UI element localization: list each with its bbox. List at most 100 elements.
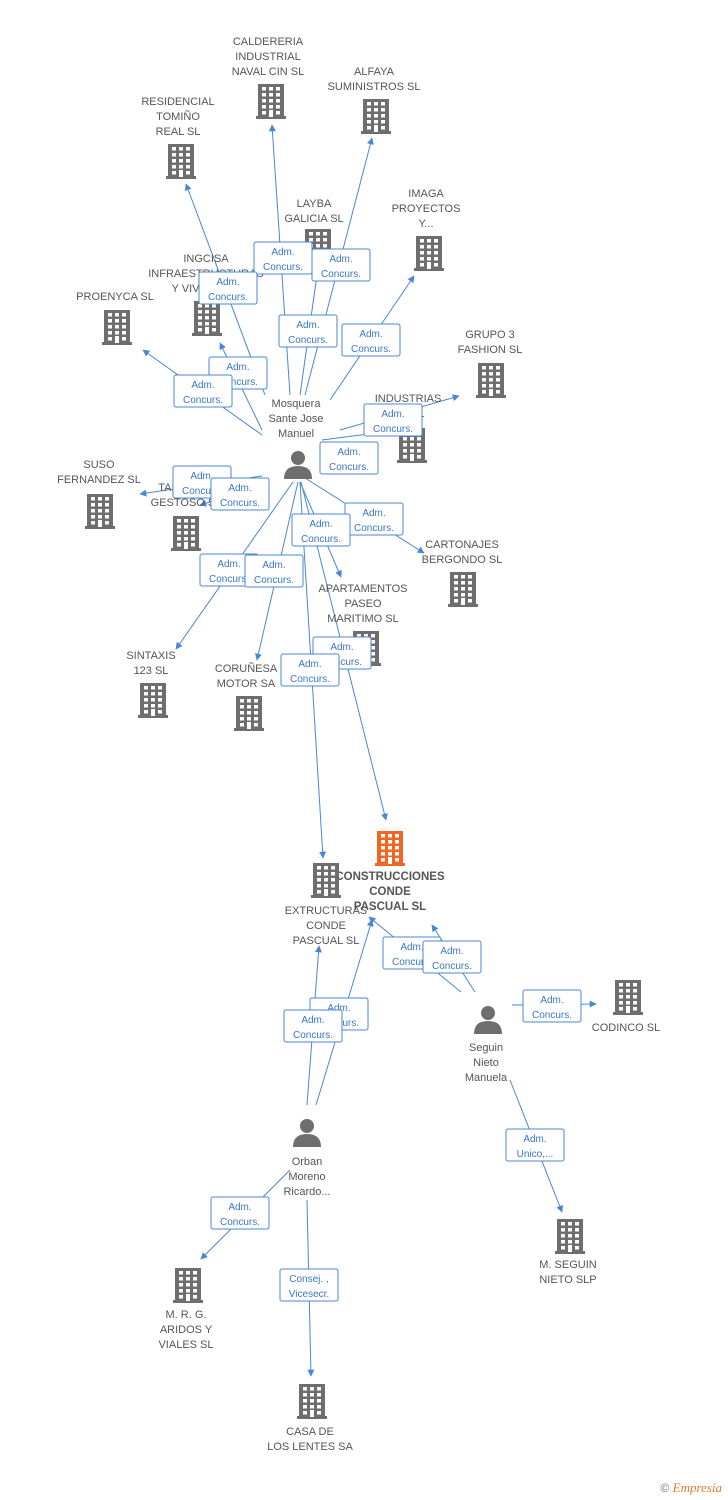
- node-label: SUSO: [83, 459, 115, 471]
- edge-label-text: Unico,...: [517, 1149, 554, 1160]
- edge-label-text: Adm.: [362, 508, 385, 519]
- building-icon: [414, 236, 444, 271]
- edge-label[interactable]: Adm.Concurs.: [244, 554, 304, 588]
- node-orban[interactable]: OrbanMorenoRicardo...: [283, 1119, 331, 1198]
- edge-label-box[interactable]: [210, 1196, 270, 1230]
- edge-label[interactable]: Adm.Concurs.: [278, 314, 338, 348]
- edge-label[interactable]: Adm.Concurs.: [363, 403, 423, 437]
- edge-label[interactable]: Adm.Concurs.: [422, 940, 482, 974]
- node-label: Ricardo...: [283, 1186, 330, 1198]
- edge-label-text: Adm.: [523, 1134, 546, 1145]
- node-label: GRUPO 3: [465, 329, 515, 341]
- edge-label-text: Adm.: [381, 409, 404, 420]
- node-label: Moreno: [288, 1171, 325, 1183]
- edge-label-text: Concurs.: [220, 1217, 260, 1228]
- building-icon: [613, 980, 643, 1015]
- edge-label-box[interactable]: [173, 374, 233, 408]
- edge-label-box[interactable]: [283, 1009, 343, 1043]
- node-label: Manuela: [465, 1072, 508, 1084]
- edge-label-text: Adm.: [216, 277, 239, 288]
- edge-label-box[interactable]: [291, 513, 351, 547]
- edge-label-box[interactable]: [198, 271, 258, 305]
- node-label: SUMINISTROS SL: [328, 81, 421, 93]
- node-proenyca[interactable]: PROENYCA SL: [76, 291, 154, 345]
- node-label: Mosquera: [272, 398, 322, 410]
- edge-label[interactable]: Adm.Concurs.: [311, 248, 371, 282]
- edge-label-text: Adm.: [309, 519, 332, 530]
- edge-label[interactable]: Consej. ,Vicesecr.: [279, 1268, 339, 1302]
- node-suso[interactable]: SUSO FERNANDEZ SL: [57, 459, 141, 529]
- edge-label[interactable]: Adm.Concurs.: [341, 323, 401, 357]
- edge-label[interactable]: Adm.Concurs.: [173, 374, 233, 408]
- edge-label-box[interactable]: [505, 1128, 565, 1162]
- edge-label[interactable]: Adm.Concurs.: [344, 502, 404, 536]
- node-label: INDUSTRIAL: [235, 51, 300, 63]
- node-label: REAL SL: [156, 126, 201, 138]
- edge-label-box[interactable]: [341, 323, 401, 357]
- edge-label[interactable]: Adm.Concurs.: [283, 1009, 343, 1043]
- edge-label[interactable]: Adm.Concurs.: [319, 441, 379, 475]
- edge-label[interactable]: Adm.Concurs.: [253, 241, 313, 275]
- node-label: NIETO SLP: [539, 1274, 596, 1286]
- edge-label[interactable]: Adm. Concurs.: [280, 653, 340, 687]
- edge-label-box[interactable]: [279, 1268, 339, 1302]
- node-label: INGCISA: [183, 253, 229, 265]
- node-label: CARTONAJES: [425, 539, 499, 551]
- edge-label[interactable]: Adm. Concurs.: [198, 271, 258, 305]
- edge-label-box[interactable]: [311, 248, 371, 282]
- node-label: PROYECTOS: [392, 203, 461, 215]
- edge-labels-layer: Adm. Concurs. Adm. Concurs. Adm. Concurs. Adm.…: [172, 241, 582, 1302]
- edge-label[interactable]: Adm.Concurs.: [522, 989, 582, 1023]
- node-codinco[interactable]: CODINCO SL: [592, 980, 660, 1034]
- edge-label-box[interactable]: [363, 403, 423, 437]
- edge-label-text: Concurs.: [290, 674, 330, 685]
- node-label: ARIDOS Y: [160, 1324, 213, 1336]
- edge-label-text: Adm.: [329, 254, 352, 265]
- edge-label-text: Adm.: [298, 659, 321, 670]
- node-label: Y...: [418, 218, 433, 230]
- edge-label-text: Concurs.: [532, 1010, 572, 1021]
- edge-label-box[interactable]: [319, 441, 379, 475]
- edge-label-text: Concurs.: [208, 292, 248, 303]
- node-label: CORUÑESA: [215, 662, 278, 675]
- node-label: CONDE: [369, 886, 411, 898]
- building-icon: [448, 572, 478, 607]
- node-imaga[interactable]: IMAGAPROYECTOSY...: [392, 188, 461, 271]
- edge-label-box[interactable]: [522, 989, 582, 1023]
- edge-label[interactable]: Adm. Unico,...: [505, 1128, 565, 1162]
- edge-label-box[interactable]: [210, 477, 270, 511]
- edge-label[interactable]: Adm. Concurs.: [210, 1196, 270, 1230]
- edge-label-box[interactable]: [278, 314, 338, 348]
- node-label: FERNANDEZ SL: [57, 474, 141, 486]
- edge-label[interactable]: Adm.Concurs.: [210, 477, 270, 511]
- node-label: PASCUAL SL: [354, 901, 426, 913]
- building-icon: [166, 144, 196, 179]
- brand-logo[interactable]: Empresia: [672, 1480, 722, 1495]
- node-label: BERGONDO SL: [422, 554, 503, 566]
- node-label: VIALES SL: [158, 1339, 213, 1351]
- node-cartonajes[interactable]: CARTONAJES BERGONDO SL: [422, 539, 503, 607]
- edge-label-box[interactable]: [280, 653, 340, 687]
- building-icon: [256, 84, 286, 119]
- edge-label-text: Adm.: [228, 1202, 251, 1213]
- node-label: Manuel: [278, 428, 314, 440]
- person-icon: [284, 451, 312, 479]
- edge-label-box[interactable]: [244, 554, 304, 588]
- edge-label[interactable]: Adm.Concurs.: [291, 513, 351, 547]
- node-label: CODINCO SL: [592, 1022, 660, 1034]
- edge-label-text: Concurs.: [392, 957, 432, 968]
- edge-label-box[interactable]: [422, 940, 482, 974]
